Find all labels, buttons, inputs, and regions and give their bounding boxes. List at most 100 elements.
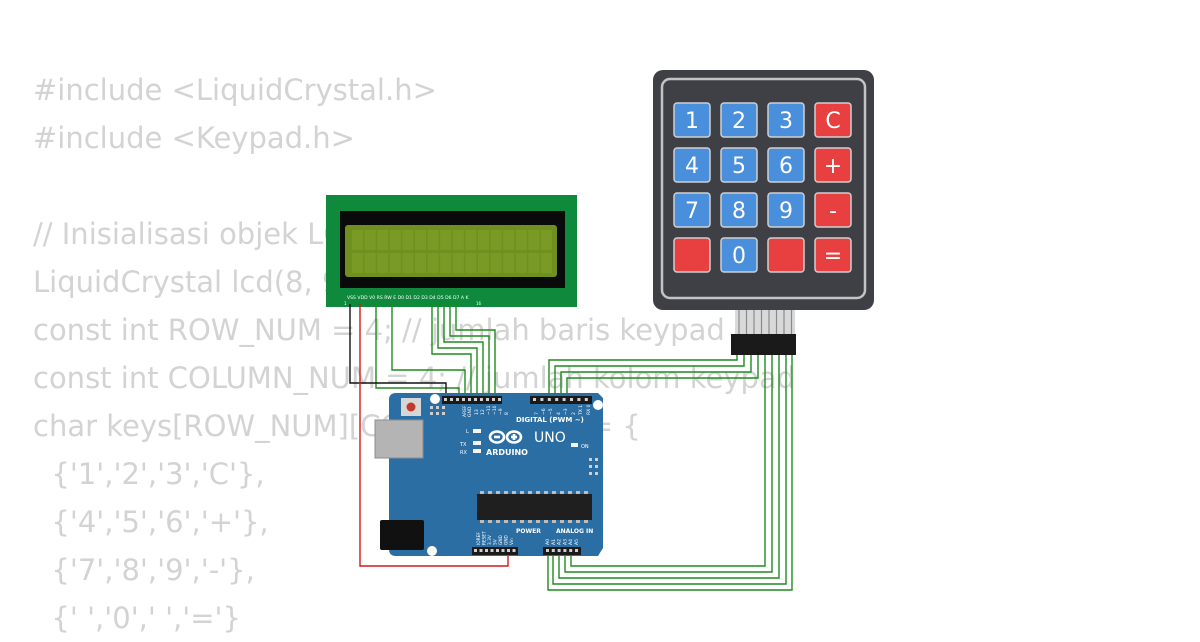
wire-kp-8 bbox=[552, 355, 787, 585]
keypad-key[interactable]: 4 bbox=[673, 147, 711, 183]
digital-pin-label: ~3 bbox=[563, 408, 569, 415]
led-l bbox=[473, 429, 481, 433]
analog-label: ANALOG IN bbox=[556, 528, 593, 535]
icsp-header bbox=[430, 406, 445, 415]
keypad-border bbox=[660, 77, 867, 300]
keypad-key[interactable]: 6 bbox=[767, 147, 805, 183]
code-line: #include <Keypad.h> bbox=[33, 121, 355, 155]
atmega-chip bbox=[477, 494, 592, 520]
aref-label: AREF bbox=[462, 405, 468, 417]
lcd-char-grid bbox=[352, 230, 552, 273]
keypad-key-face bbox=[767, 237, 805, 273]
digital-pin-label: ~6 bbox=[541, 408, 547, 415]
keypad-key[interactable]: 0 bbox=[720, 237, 758, 273]
code-line: {' ','0',' ','='} bbox=[33, 601, 241, 635]
keypad-key[interactable]: + bbox=[814, 147, 852, 183]
wire-kp-9 bbox=[547, 355, 793, 591]
keypad-key-face bbox=[720, 102, 758, 138]
keypad-key-face bbox=[767, 147, 805, 183]
digital-pin-label: ~5 bbox=[548, 408, 554, 415]
code-line: const int COLUMN_NUM = 4; // jumlah kolo… bbox=[33, 361, 796, 395]
keypad-key-face bbox=[720, 192, 758, 228]
keypad-key[interactable]: C bbox=[814, 102, 852, 138]
digital-label: DIGITAL (PWM ~) bbox=[516, 416, 584, 424]
keypad-key-label: 9 bbox=[779, 199, 793, 224]
digital-pin-label: ~9 bbox=[498, 408, 504, 415]
led-on bbox=[571, 443, 578, 447]
lcd-pin-last: 16 bbox=[476, 301, 482, 306]
mount-hole bbox=[593, 400, 603, 410]
mount-hole bbox=[430, 394, 440, 404]
keypad-key-face bbox=[673, 147, 711, 183]
keypad-key-face bbox=[673, 237, 711, 273]
wire-kp-2 bbox=[554, 355, 745, 400]
wire-5v bbox=[359, 304, 509, 567]
keypad-key-label: 6 bbox=[779, 154, 793, 179]
digital-header-low bbox=[442, 396, 502, 404]
tx-label: TX bbox=[459, 442, 467, 448]
digital-pin-label: RX 0 bbox=[586, 404, 592, 415]
lcd-module[interactable]: VSS VDD V0 RS RW E D0 D1 D2 D3 D4 D5 D6 … bbox=[326, 195, 577, 307]
keypad-key-face bbox=[814, 147, 852, 183]
reset-button-cap bbox=[406, 402, 416, 412]
keypad-ribbon-lines bbox=[738, 310, 793, 334]
analog-pin-label: A3 bbox=[562, 539, 568, 545]
power-pin-label: IOREF bbox=[476, 532, 482, 545]
keypad-key[interactable] bbox=[673, 237, 711, 273]
wire-kp-7 bbox=[558, 355, 780, 579]
keypad-key-label: 0 bbox=[732, 244, 746, 269]
code-line: {'1','2','3','C'}, bbox=[33, 457, 265, 491]
wire-kp-3 bbox=[560, 355, 752, 400]
power-jack bbox=[380, 520, 424, 550]
wire-lcd-d6 bbox=[443, 304, 484, 400]
icsp2-header bbox=[589, 458, 598, 475]
power-pin-label: 5V bbox=[493, 539, 499, 545]
keypad-key-label: 3 bbox=[779, 109, 793, 134]
digital-pin-label: 4 bbox=[556, 412, 562, 415]
keypad-key[interactable]: 5 bbox=[720, 147, 758, 183]
power-pin-label: RESET bbox=[482, 531, 488, 545]
code-line: {'7','8','9','-'}, bbox=[33, 553, 255, 587]
brand-label: ARDUINO bbox=[486, 448, 528, 457]
arduino-logo-icon bbox=[488, 430, 523, 444]
usb-port bbox=[374, 419, 424, 459]
keypad-key-label: C bbox=[825, 109, 840, 134]
digital-pin-label: 7 bbox=[534, 412, 540, 415]
wire-lcd-gnd bbox=[349, 304, 447, 400]
digital-pin-label: 2 bbox=[571, 412, 577, 415]
digital-pin-label: 12 bbox=[480, 409, 486, 415]
power-label: POWER bbox=[516, 528, 541, 535]
keypad-key[interactable]: 1 bbox=[673, 102, 711, 138]
keypad-ribbon bbox=[735, 310, 795, 334]
keypad-key-label: 1 bbox=[685, 109, 699, 134]
wires bbox=[349, 304, 793, 591]
keypad-key-label: + bbox=[824, 154, 842, 179]
mount-hole bbox=[427, 546, 437, 556]
keypad-key[interactable]: 7 bbox=[673, 192, 711, 228]
analog-pin-label: A5 bbox=[574, 539, 580, 545]
keypad-key-face bbox=[814, 192, 852, 228]
keypad-key[interactable]: 3 bbox=[767, 102, 805, 138]
power-pin-label: 3.3V bbox=[487, 535, 493, 545]
led-tx bbox=[473, 441, 481, 445]
keypad-key[interactable]: 2 bbox=[720, 102, 758, 138]
keypad-key[interactable]: - bbox=[814, 192, 852, 228]
keypad-key-face bbox=[814, 102, 852, 138]
l-label: L bbox=[466, 429, 469, 435]
keypad-key-face bbox=[767, 192, 805, 228]
keypad-key-face bbox=[720, 147, 758, 183]
wire-lcd-d4 bbox=[431, 304, 472, 400]
wire-lcd-a bbox=[455, 304, 496, 400]
keypad-key[interactable]: 8 bbox=[720, 192, 758, 228]
wire-lcd-d7 bbox=[449, 304, 490, 400]
on-label: ON bbox=[581, 444, 589, 450]
keypad-key[interactable] bbox=[767, 237, 805, 273]
keypad-key[interactable]: = bbox=[814, 237, 852, 273]
keypad-key[interactable]: 9 bbox=[767, 192, 805, 228]
